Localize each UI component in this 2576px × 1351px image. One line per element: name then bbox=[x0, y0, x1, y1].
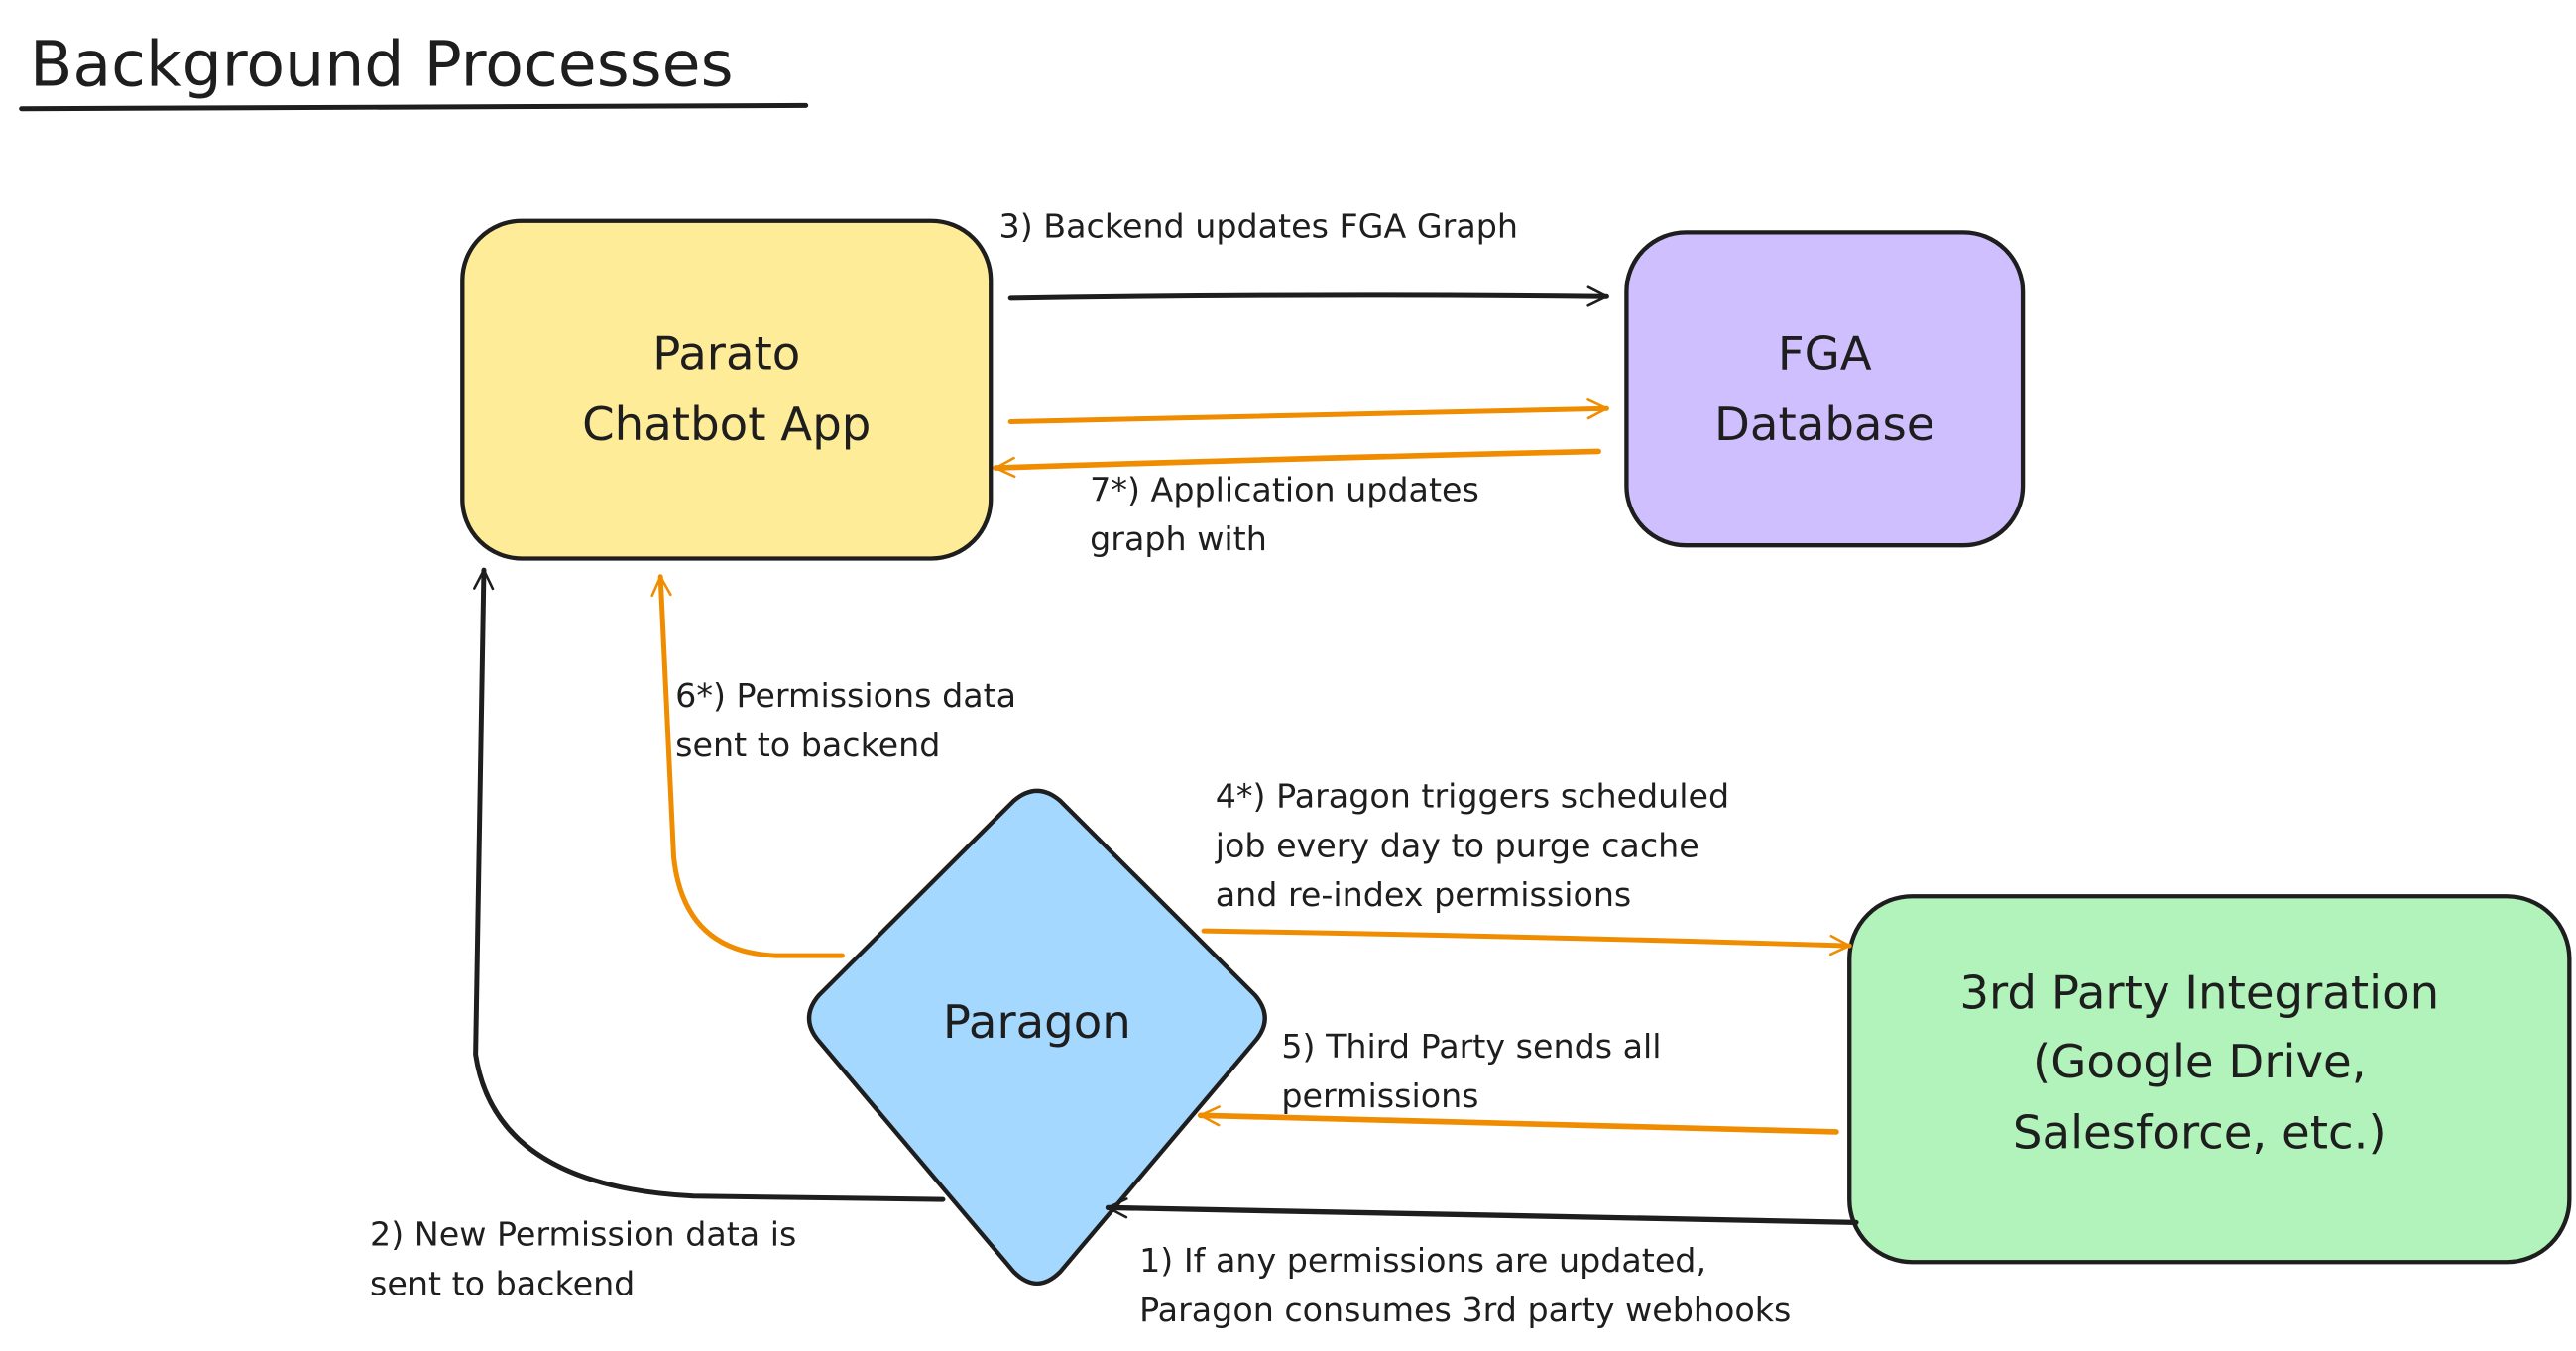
fga-label-line-2: Database bbox=[1714, 397, 1934, 451]
edge-step-6: 6*) Permissions data sent to backend bbox=[650, 574, 1016, 958]
edge-label-step-2-line-2: sent to backend bbox=[370, 1265, 635, 1303]
parato-label-line-2: Chatbot App bbox=[582, 397, 871, 451]
arrow-webhook-to-paragon bbox=[1105, 1197, 1859, 1226]
parato-box bbox=[460, 218, 994, 561]
edge-label-step-1-line-1: 1) If any permissions are updated, bbox=[1139, 1241, 1706, 1280]
arrow-backend-to-fga bbox=[1007, 285, 1609, 307]
title-underline bbox=[19, 102, 809, 112]
edge-label-step-4-line-2: job every day to purge cache bbox=[1215, 826, 1699, 864]
edge-label-step-6-line-2: sent to backend bbox=[675, 726, 940, 764]
page-title: Background Processes bbox=[30, 27, 734, 100]
fga-label-line-1: FGA bbox=[1778, 326, 1872, 380]
edge-label-step-3: 3) Backend updates FGA Graph bbox=[999, 206, 1518, 245]
third-party-label-line-3: Salesforce, etc.) bbox=[2013, 1106, 2387, 1160]
edge-step-1: 1) If any permissions are updated, Parag… bbox=[1105, 1197, 1859, 1329]
edge-label-step-5-line-2: permissions bbox=[1281, 1076, 1478, 1115]
edge-label-step-7-line-2: graph with bbox=[1090, 519, 1267, 558]
edge-step-4: 4*) Paragon triggers scheduled job every… bbox=[1201, 777, 1852, 957]
fga-box bbox=[1624, 230, 2026, 548]
edge-label-step-5-line-1: 5) Third Party sends all bbox=[1281, 1027, 1661, 1066]
node-paragon[interactable]: Paragon bbox=[806, 788, 1267, 1286]
arrow-paragon-to-parato bbox=[650, 574, 845, 958]
edge-label-step-7-line-1: 7*) Application updates bbox=[1090, 470, 1479, 508]
edge-step-2: 2) New Permission data is sent to backen… bbox=[370, 567, 946, 1303]
edge-label-step-2-line-1: 2) New Permission data is bbox=[370, 1215, 796, 1254]
paragon-label: Paragon bbox=[943, 995, 1131, 1049]
third-party-box bbox=[1847, 894, 2572, 1265]
third-party-label-line-2: (Google Drive, bbox=[2033, 1035, 2367, 1088]
edge-step-7: 7*) Application updates graph with bbox=[993, 448, 1601, 558]
edge-label-step-6-line-1: 6*) Permissions data bbox=[675, 676, 1016, 715]
edge-step-5: 5) Third Party sends all permissions bbox=[1197, 1027, 1839, 1135]
edge-label-step-1-line-2: Paragon consumes 3rd party webhooks bbox=[1139, 1291, 1791, 1329]
arrow-fga-to-parato bbox=[993, 448, 1601, 479]
arrow-paragon-to-third-party bbox=[1201, 928, 1852, 957]
node-fga-database[interactable]: FGA Database bbox=[1624, 230, 2026, 548]
arrow-parato-to-fga-orange bbox=[1007, 398, 1609, 425]
edge-step-3: 3) Backend updates FGA Graph bbox=[999, 206, 1609, 307]
paragon-diamond bbox=[806, 788, 1267, 1286]
edge-label-step-4-line-3: and re-index permissions bbox=[1216, 875, 1632, 914]
arrow-new-permission-to-backend bbox=[473, 567, 946, 1202]
parato-label-line-1: Parato bbox=[652, 326, 800, 380]
third-party-label-line-1: 3rd Party Integration bbox=[1959, 965, 2439, 1019]
arrow-third-party-to-paragon bbox=[1197, 1105, 1839, 1135]
node-parato-chatbot-app[interactable]: Parato Chatbot App bbox=[460, 218, 994, 561]
edge-label-step-4-line-1: 4*) Paragon triggers scheduled bbox=[1216, 777, 1729, 816]
node-third-party-integration[interactable]: 3rd Party Integration (Google Drive, Sal… bbox=[1847, 894, 2572, 1265]
